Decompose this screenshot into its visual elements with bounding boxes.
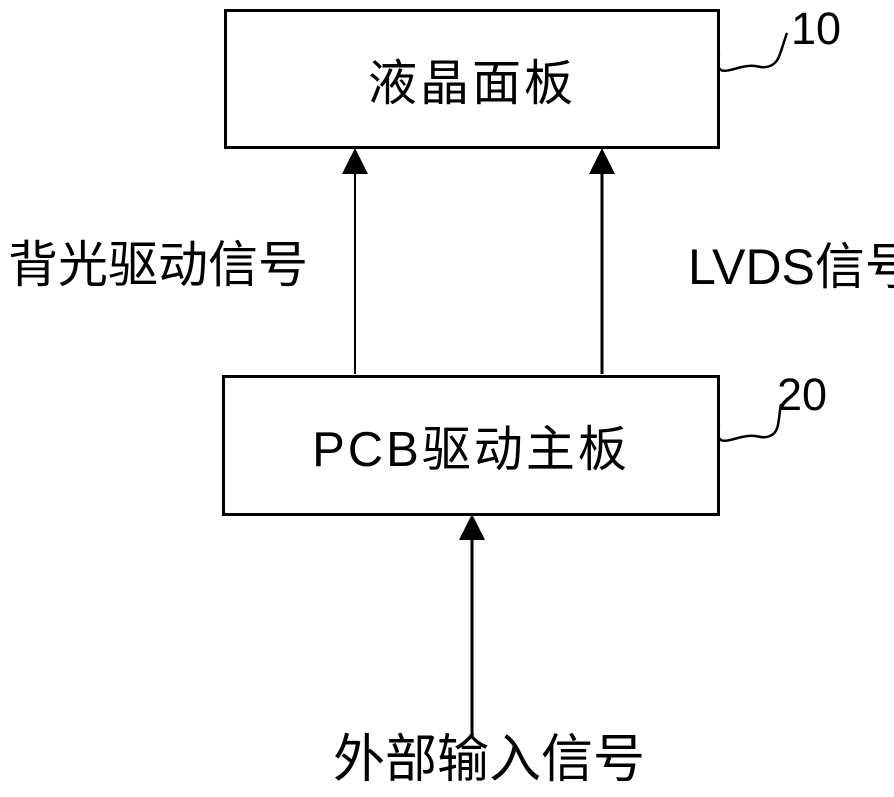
backlight-signal-label: 背光驱动信号 xyxy=(8,237,308,293)
ref-10-leader-line xyxy=(716,32,789,72)
lvds-signal-label: LVDS信号 xyxy=(688,239,894,295)
external-input-signal-label: 外部输入信号 xyxy=(333,731,646,789)
ref-number-10: 10 xyxy=(791,3,842,54)
pcb-driver-board-label: PCB驱动主板 xyxy=(312,423,630,477)
lcd-panel-label: 液晶面板 xyxy=(367,56,576,111)
lvds-signal-arrow xyxy=(589,148,615,374)
external-input-arrow xyxy=(459,514,485,735)
pcb-driver-board-box: PCB驱动主板 xyxy=(222,375,720,516)
ref-number-20: 20 xyxy=(777,369,828,420)
lcd-panel-box: 液晶面板 xyxy=(224,9,720,149)
ref-20-leader-line xyxy=(716,403,783,442)
backlight-signal-arrow xyxy=(342,148,368,374)
